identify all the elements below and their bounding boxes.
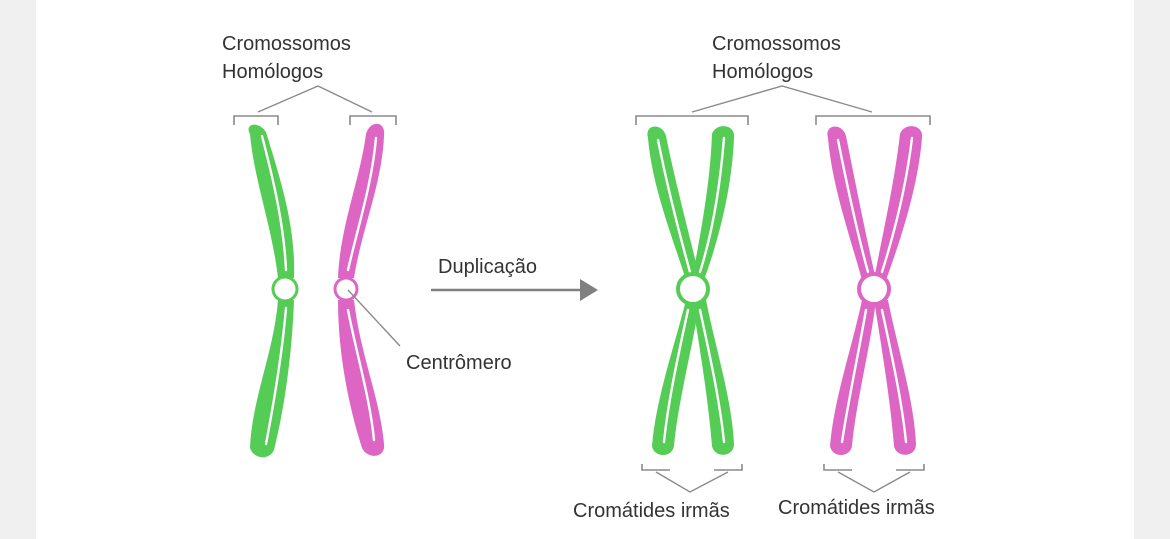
homologs-right-label-line2: Homólogos xyxy=(712,61,813,83)
green-chromatid-left-upper xyxy=(647,126,700,280)
green-chromatid-right-upper xyxy=(692,126,735,280)
magenta-chromosome-highlight-lower xyxy=(346,308,376,442)
green-centromere xyxy=(271,275,299,303)
magenta-sister-bracket-right xyxy=(896,464,925,471)
magenta-duplicated-centromere xyxy=(857,272,891,306)
duplication-arrow-head xyxy=(580,279,598,301)
magenta-chromatid-right-upper xyxy=(874,126,923,280)
diagram-stage: Cromossomos Homólogos Centrômero Duplica… xyxy=(36,0,1134,539)
green-chromatid-highlight-3 xyxy=(662,308,690,444)
duplicated-magenta-bracket xyxy=(815,115,931,125)
magenta-sister-pointer xyxy=(837,471,911,493)
homologs-right-label-line1: Cromossomos xyxy=(712,33,841,55)
magenta-sister-bracket-left xyxy=(823,464,852,471)
centromere-pointer xyxy=(347,289,401,347)
magenta-chromosome-highlight-upper xyxy=(346,136,378,272)
magenta-chromosome xyxy=(333,123,385,456)
green-sister-bracket-right xyxy=(714,464,743,471)
green-chromatid-highlight-4 xyxy=(698,308,726,444)
homologs-right-pointer xyxy=(691,85,873,113)
magenta-chromatid-highlight-3 xyxy=(840,308,868,444)
green-chromosome-highlight-lower xyxy=(264,306,288,446)
homologs-left-label-line1: Cromossomos xyxy=(222,33,351,55)
green-sister-bracket-left xyxy=(641,464,670,471)
homologs-left-pointer xyxy=(257,85,373,113)
green-duplicated-centromere xyxy=(676,272,710,306)
magenta-chromatid-highlight-2 xyxy=(880,136,914,274)
green-sister-pointer xyxy=(655,471,729,493)
green-duplicated-chromosome xyxy=(647,126,735,455)
homolog-magenta-bracket xyxy=(349,115,397,125)
magenta-chromatid-highlight-1 xyxy=(836,138,870,274)
green-chromosome-lower-arm xyxy=(250,300,294,458)
magenta-chromosome-upper-arm xyxy=(338,123,385,278)
homolog-green-bracket xyxy=(233,115,279,125)
magenta-chromatid-highlight-4 xyxy=(880,308,908,444)
sister-chromatids-left-label: Cromátides irmãs xyxy=(573,500,730,522)
magenta-chromosome-lower-arm xyxy=(338,300,385,456)
sister-chromatids-right-label: Cromátides irmãs xyxy=(778,497,935,519)
chromosome-diagram: Cromossomos Homólogos Centrômero Duplica… xyxy=(222,33,935,522)
centromere-label: Centrômero xyxy=(406,352,512,374)
green-chromosome-upper-arm xyxy=(248,124,295,278)
green-chromosome xyxy=(248,124,299,458)
green-chromatid-highlight-1 xyxy=(656,138,692,274)
homologs-left-label-line2: Homólogos xyxy=(222,61,323,83)
duplication-label: Duplicação xyxy=(438,256,537,278)
duplicated-green-bracket xyxy=(635,115,749,125)
green-chromatid-left-lower xyxy=(652,300,700,455)
magenta-duplicated-chromosome xyxy=(827,126,923,455)
green-chromosome-highlight-upper xyxy=(260,134,288,272)
green-chromatid-highlight-2 xyxy=(698,136,726,274)
